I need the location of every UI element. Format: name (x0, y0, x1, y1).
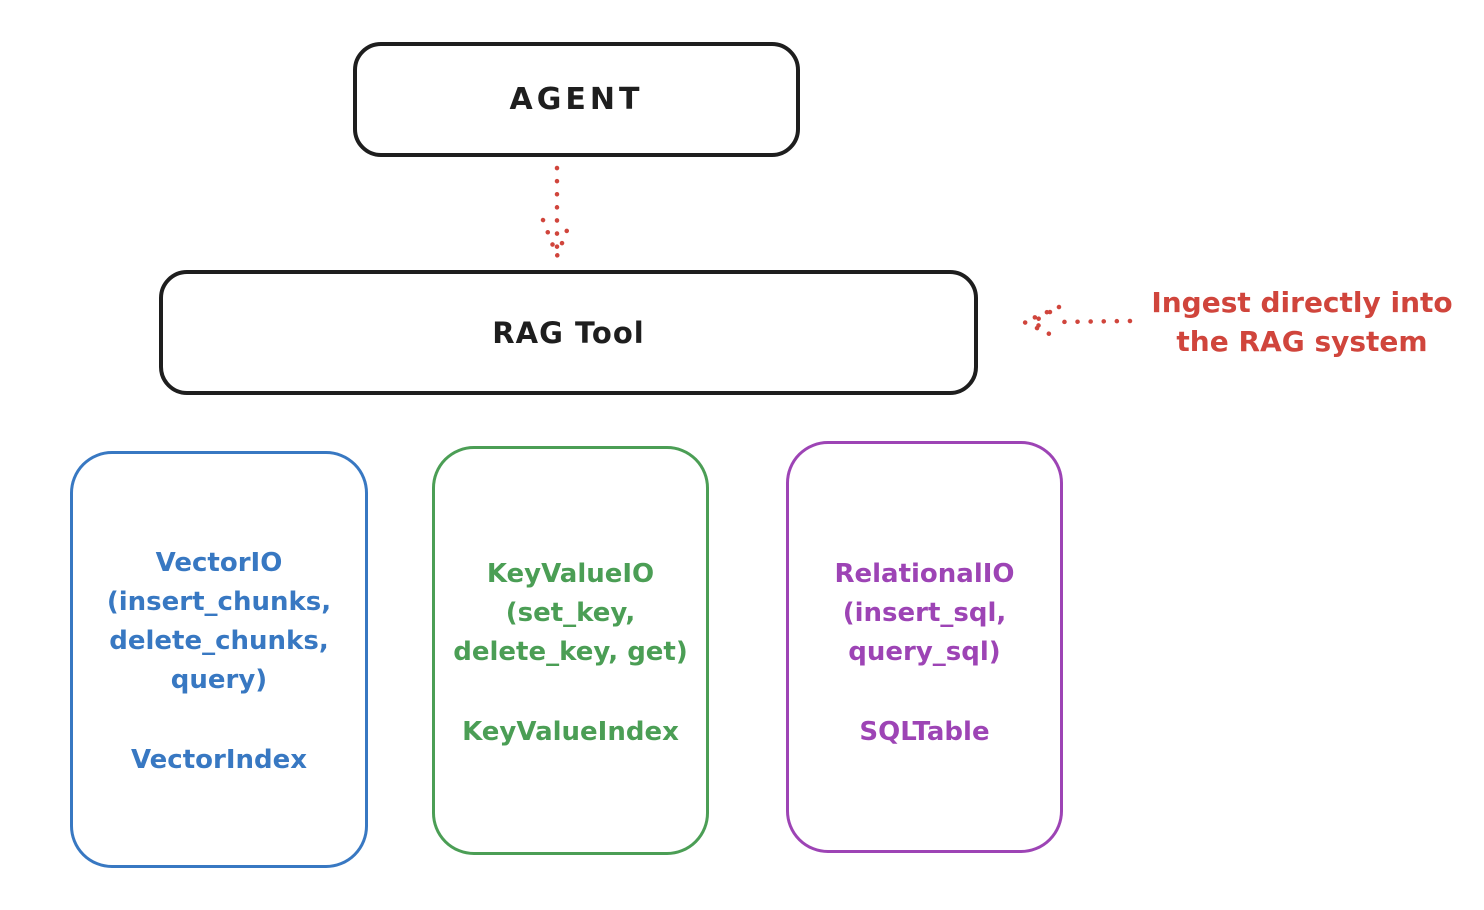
ingest-annotation-line-1: Ingest directly into (1151, 286, 1453, 319)
vector-io-methods-line-2: delete_chunks, (109, 626, 329, 656)
key-value-io-title: KeyValueIO (486, 559, 655, 589)
key-value-io-methods-line-1: (set_key, (505, 598, 636, 628)
sql-table-label: SQLTable (859, 717, 990, 747)
vector-io-methods-line-1: (insert_chunks, (106, 587, 332, 617)
ingest-annotation-line-2: the RAG system (1176, 325, 1428, 358)
relational-io-methods-line-2: query_sql) (848, 637, 1001, 667)
relational-io-methods-line-1: (insert_sql, (842, 598, 1007, 628)
vector-index-label: VectorIndex (130, 745, 308, 775)
agent-label: AGENT (509, 82, 644, 117)
rag-tool-node[interactable]: RAG Tool (159, 270, 978, 395)
key-value-io-methods-line-2: delete_key, get) (453, 637, 688, 667)
ingest-arrow[interactable] (1018, 304, 1133, 341)
key-value-index-label: KeyValueIndex (462, 717, 679, 747)
vector-io-methods-line-3: query) (170, 665, 268, 695)
agent-node[interactable]: AGENT (353, 42, 800, 157)
key-value-io-node[interactable]: KeyValueIO (set_key, delete_key, get) Ke… (432, 446, 709, 855)
rag-tool-label: RAG Tool (492, 315, 645, 350)
agent-to-rag-arrow[interactable] (540, 165, 574, 263)
vector-io-node[interactable]: VectorIO (insert_chunks, delete_chunks, … (70, 451, 368, 868)
ingest-annotation: Ingest directly into the RAG system (1130, 283, 1474, 361)
vector-io-title: VectorIO (155, 548, 283, 578)
relational-io-title: RelationalIO (834, 559, 1015, 589)
relational-io-node[interactable]: RelationalIO (insert_sql, query_sql) SQL… (786, 441, 1063, 853)
